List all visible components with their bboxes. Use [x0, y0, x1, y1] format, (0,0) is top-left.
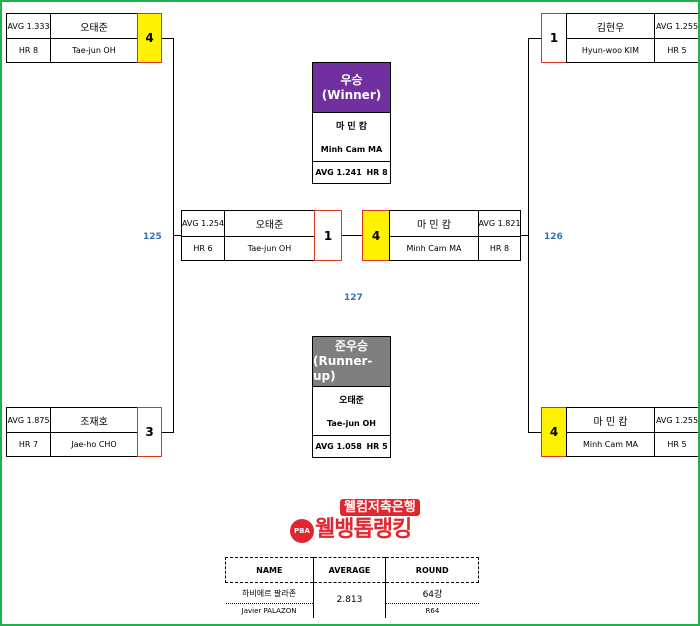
cell-divider — [7, 432, 137, 433]
player-name-kr: 오태준 — [80, 22, 108, 34]
stats-table-header: NAME AVERAGE ROUND — [225, 557, 479, 583]
winner-stats: AVG 1.241 HR 8 — [313, 162, 390, 183]
player-avg: AVG 1.254 — [181, 219, 225, 228]
player-name-kr: 마 민 캄 — [417, 220, 451, 231]
player-hr: HR 8 — [489, 244, 510, 253]
bracket-line — [520, 235, 529, 236]
stats-header-name: NAME — [225, 557, 314, 583]
cell-divider — [390, 236, 520, 237]
player-name-en: Minh Cam MA — [406, 244, 462, 253]
winner-name-kr: 마 민 캄 — [335, 121, 368, 132]
sponsor-badge-text: PBA — [294, 527, 310, 535]
player-name-en: Minh Cam MA — [582, 440, 638, 449]
match-number-final: 127 — [344, 293, 363, 303]
score-final-right: 4 — [362, 210, 390, 261]
bracket-line — [173, 235, 183, 236]
winner-avg: AVG 1.241 — [315, 168, 362, 177]
stats-table-row: 하비에르 팔라존 2.813 64강 — [225, 582, 479, 618]
player-name-en: Tae-jun OH — [247, 244, 292, 253]
player-avg: AVG 1.333 — [7, 21, 50, 31]
player-card-right-bottom: 마 민 캄 Minh Cam MA AVG 1.255 HR 5 — [566, 407, 699, 457]
score-left-bottom: 3 — [137, 407, 162, 457]
score-right-bottom: 4 — [541, 407, 567, 457]
player-name-kr: 조재호 — [80, 416, 108, 428]
bracket-line — [162, 38, 174, 39]
player-hr: HR 6 — [193, 244, 213, 253]
runner-up-avg: AVG 1.058 — [315, 442, 362, 451]
stats-header-round: ROUND — [415, 565, 449, 575]
player-hr: HR 5 — [667, 46, 687, 55]
match-number-right: 126 — [544, 232, 563, 242]
match-number-left: 125 — [143, 232, 162, 242]
bracket-line — [162, 432, 174, 433]
player-avg: AVG 1.875 — [7, 415, 50, 425]
player-hr: HR 7 — [18, 440, 39, 449]
stats-round-kr: 64강 — [385, 582, 479, 604]
runner-up-title-en: (Runner-up) — [313, 354, 373, 383]
runner-up-title-kr: 준우승 — [334, 339, 369, 353]
cell-divider — [567, 38, 698, 39]
runner-up-stats: AVG 1.058 HR 5 — [313, 436, 390, 457]
final-connector-line — [342, 235, 362, 236]
player-avg: AVG 1.821 — [478, 219, 521, 228]
score-final-left: 1 — [314, 210, 342, 261]
sponsor-badge: PBA — [290, 519, 314, 543]
player-name-en: Hyun-woo KIM — [581, 46, 640, 55]
winner-title-en: (Winner) — [321, 87, 382, 102]
sponsor-line1: 웰컴저축은행 — [340, 499, 420, 516]
player-name-kr: 김현우 — [596, 22, 625, 34]
stats-name-en: Javier PALAZON — [225, 603, 314, 618]
cell-divider — [224, 211, 225, 260]
cell-divider — [478, 211, 479, 260]
stats-average: 2.813 — [313, 582, 387, 618]
player-hr: HR 5 — [667, 440, 687, 449]
runner-up-card: 준우승 (Runner-up) 오태준 Tae-jun OH AVG 1.058… — [312, 336, 391, 458]
runner-up-header: 준우승 (Runner-up) — [313, 337, 390, 387]
score-right-top: 1 — [541, 13, 567, 63]
winner-hr: HR 8 — [366, 168, 388, 177]
stats-header-average: AVERAGE — [313, 557, 387, 583]
stats-table-row: Javier PALAZON R64 — [225, 603, 479, 618]
player-hr: HR 8 — [18, 46, 39, 55]
winner-name-en: Minh Cam MA — [313, 137, 390, 162]
stats-table: NAME AVERAGE ROUND 하비에르 팔라존 2.813 64강 Ja… — [225, 557, 479, 618]
player-name-en: Tae-jun OH — [72, 46, 116, 55]
stats-name-kr: 하비에르 팔라존 — [225, 582, 314, 604]
sponsor-logo: PBA 웰컴저축은행 웰뱅톱랭킹 — [290, 499, 440, 549]
score-left-top: 4 — [137, 13, 162, 63]
runner-up-name-kr: 오태준 — [339, 395, 364, 406]
winner-header: 우승 (Winner) — [313, 63, 390, 113]
player-card-final-right: 마 민 캄 Minh Cam MA AVG 1.821 HR 8 — [389, 210, 521, 261]
player-name-kr: 마 민 캄 — [593, 416, 628, 428]
player-avg: AVG 1.255 — [655, 21, 699, 31]
runner-up-hr: HR 5 — [366, 442, 388, 451]
sponsor-line2: 웰뱅톱랭킹 — [315, 517, 412, 542]
winner-title-kr: 우승 — [340, 72, 363, 87]
winner-card: 우승 (Winner) 마 민 캄 Minh Cam MA AVG 1.241 … — [312, 62, 391, 184]
player-card-left-top: AVG 1.333 HR 8 오태준 Tae-jun OH — [6, 13, 138, 63]
player-avg: AVG 1.255 — [655, 415, 699, 425]
player-card-final-left: AVG 1.254 HR 6 오태준 Tae-jun OH — [181, 210, 315, 261]
player-card-left-bottom: AVG 1.875 HR 7 조재호 Jae-ho CHO — [6, 407, 138, 457]
player-name-en: Jae-ho CHO — [71, 440, 117, 449]
runner-up-name-en: Tae-jun OH — [313, 411, 390, 436]
stats-round-en: R64 — [425, 606, 440, 615]
cell-divider — [182, 236, 314, 237]
cell-divider — [567, 432, 698, 433]
player-card-right-top: 김현우 Hyun-woo KIM AVG 1.255 HR 5 — [566, 13, 699, 63]
bracket-line — [528, 432, 541, 433]
bracket-line — [528, 38, 541, 39]
player-name-kr: 오태준 — [255, 220, 284, 231]
cell-divider — [7, 38, 137, 39]
